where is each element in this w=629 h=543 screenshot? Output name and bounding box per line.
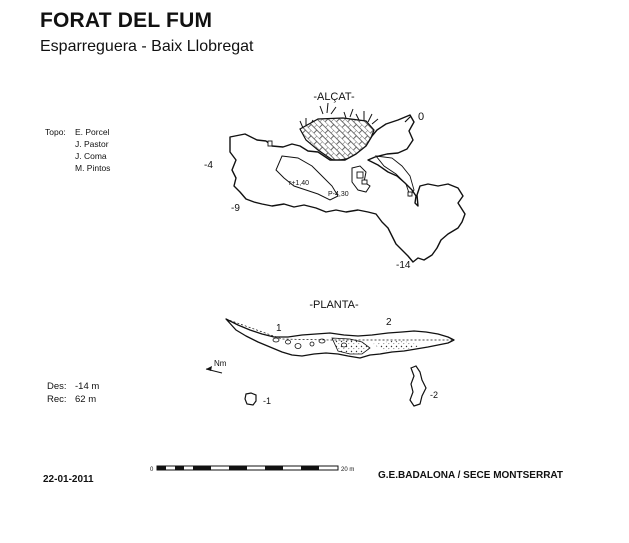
survey-title: FORAT DEL FUM — [40, 9, 213, 32]
survey-location: Esparreguera - Baix Llobregat — [40, 38, 254, 55]
pit-annotation: P-4,30 — [328, 191, 349, 198]
topo-surveyor-1: E. Porcel — [75, 127, 110, 137]
alcat-label: -ALÇAT- — [313, 91, 355, 103]
planta-label: -PLANTA- — [309, 299, 359, 311]
topo-surveyor-4: M. Pintos — [75, 163, 111, 173]
topo-surveyor-2: J. Pastor — [75, 139, 109, 149]
depth-zero: 0 — [418, 111, 424, 123]
cross-section-2-label: -2 — [430, 390, 438, 400]
depth-minus-14: -14 — [396, 260, 411, 271]
scale-start: 0 — [150, 467, 154, 473]
cross-section-1-label: -1 — [263, 396, 271, 406]
depth-label: Des: — [47, 381, 67, 392]
elevation-cave-outline — [229, 114, 466, 263]
elevation-pit-shaft — [351, 165, 371, 193]
plan-sediment-fill — [331, 337, 371, 355]
topo-surveyor-3: J. Coma — [75, 151, 107, 161]
elevation-inner-chamber — [275, 155, 339, 201]
step-annotation: r+1,40 — [289, 180, 309, 187]
survey-date: 22-01-2011 — [43, 474, 94, 485]
north-arrow-icon — [205, 366, 223, 374]
elevation-blocks — [267, 140, 413, 197]
elevation-survey-break — [404, 115, 412, 123]
scale-bar — [156, 465, 339, 471]
north-label: Nm — [214, 359, 227, 368]
plan-point-2: 2 — [386, 317, 392, 328]
plan-sediment-fill-east — [372, 341, 420, 351]
survey-credit: G.E.BADALONA / SECE MONTSERRAT — [378, 470, 564, 481]
cross-section-2 — [409, 365, 427, 407]
topo-label: Topo: — [45, 127, 66, 137]
depth-minus-9: -9 — [231, 203, 240, 214]
scale-end: 20 m — [341, 467, 354, 473]
length-label: Rec: — [47, 394, 67, 405]
cross-section-1 — [244, 392, 257, 406]
depth-value: -14 m — [75, 381, 100, 392]
surface-vegetation — [299, 102, 379, 129]
depth-minus-4: -4 — [204, 160, 213, 171]
plan-survey-line — [225, 318, 454, 341]
plan-point-1: 1 — [276, 323, 282, 334]
length-value: 62 m — [75, 394, 97, 405]
